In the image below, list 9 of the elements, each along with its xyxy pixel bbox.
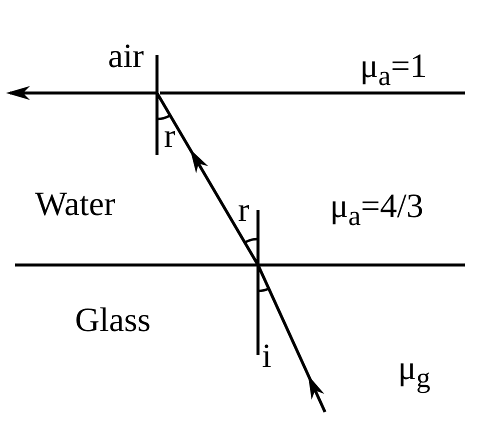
refractive-index-label: μ$_{g}$ [398, 352, 430, 394]
angle-label: r [164, 120, 176, 154]
refractive-index-label: μ$_{a}$=1 [360, 50, 427, 92]
angle-label: i [262, 340, 272, 374]
medium-label: Glass [75, 304, 151, 338]
medium-label: air [108, 40, 144, 74]
medium-label: Water [35, 188, 116, 222]
angle-label: r [238, 194, 250, 228]
refractive-index-label: μ$_{a}$=4/3 [330, 190, 424, 232]
